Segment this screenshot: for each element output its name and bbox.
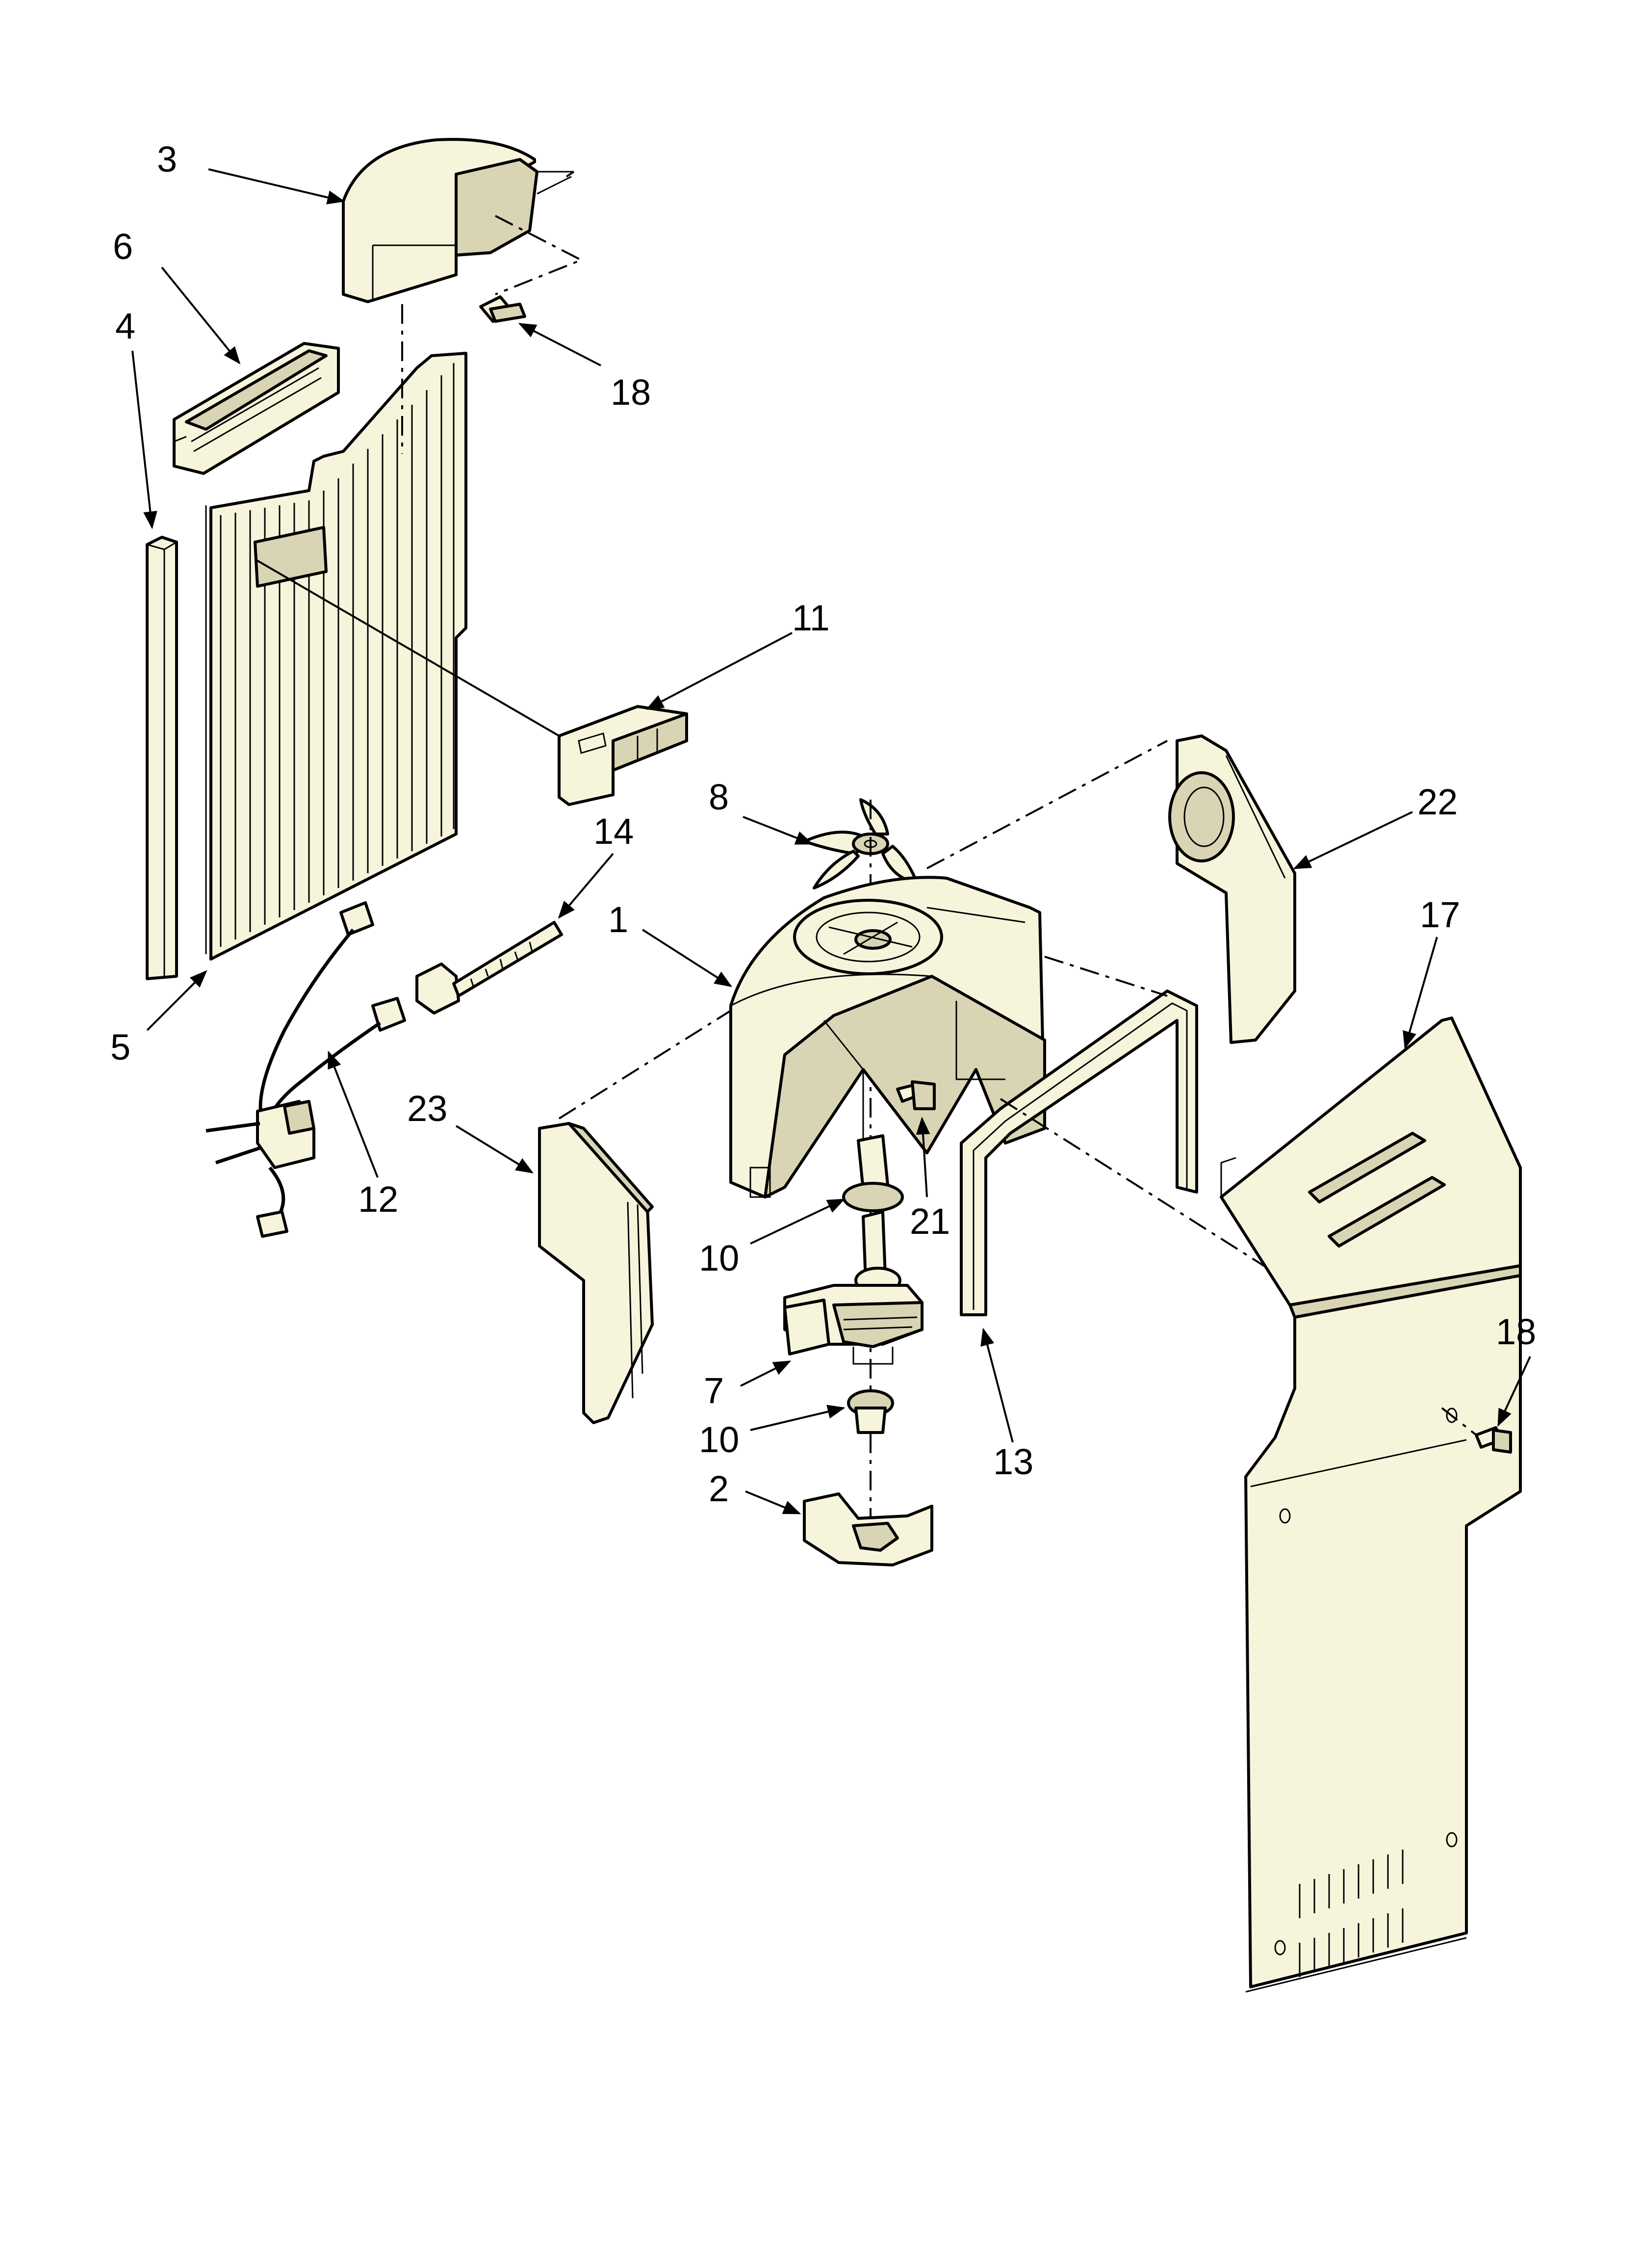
- callout-5: 5: [110, 1027, 130, 1068]
- part-2-motor-bracket: [803, 1492, 933, 1566]
- leader-21: [916, 1117, 930, 1198]
- leader-1: [641, 929, 733, 987]
- callout-8: 8: [709, 777, 729, 817]
- part-3-air-duct-cover: [342, 138, 574, 303]
- callout-2: 2: [709, 1468, 729, 1509]
- callout-7: 7: [704, 1370, 724, 1411]
- callout-10-lower: 10: [699, 1419, 739, 1460]
- leader-5: [146, 970, 207, 1031]
- leader-2: [745, 1490, 801, 1514]
- callout-1: 1: [608, 899, 628, 940]
- leader-22: [1293, 811, 1413, 869]
- part-18-screw-right: [1475, 1426, 1512, 1454]
- leader-10-lower: [750, 1405, 846, 1431]
- leader-11: [645, 632, 793, 710]
- callout-18-right: 18: [1496, 1311, 1536, 1352]
- callout-13: 13: [993, 1441, 1033, 1482]
- leader-7: [740, 1360, 792, 1387]
- callout-12: 12: [358, 1179, 398, 1220]
- callout-10-upper: 10: [699, 1238, 739, 1278]
- centerline-22: [926, 740, 1168, 869]
- part-7-fan-motor: [783, 1210, 924, 1365]
- part-12-wire-harness: [205, 901, 406, 1238]
- callout-14: 14: [593, 811, 634, 852]
- part-11-switch-housing: [558, 705, 688, 806]
- part-17-rear-cover: [1220, 1017, 1522, 1993]
- centerline-23: [558, 1010, 732, 1120]
- callout-21: 21: [910, 1201, 950, 1242]
- callout-11: 11: [792, 598, 830, 638]
- part-21-screw: [896, 1080, 936, 1110]
- leader-13: [980, 1328, 1014, 1443]
- centerline-18-right: [1441, 1407, 1477, 1436]
- callout-18-top: 18: [611, 372, 651, 413]
- part-10-grommet-lower: [847, 1389, 894, 1434]
- leader-12: [328, 1050, 379, 1178]
- part-4-foam-strip: [146, 536, 178, 980]
- leader-10-upper: [750, 1199, 846, 1245]
- leader-18-right: [1497, 1356, 1531, 1427]
- part-14-cable-tie: [415, 921, 563, 1015]
- leader-23: [455, 1125, 534, 1173]
- part-5-evaporator-cover: [205, 352, 467, 961]
- leader-6: [161, 266, 241, 365]
- callout-17: 17: [1420, 894, 1460, 935]
- callout-3: 3: [157, 139, 177, 180]
- part-23-side-duct-left: [538, 1122, 654, 1424]
- leader-8: [743, 816, 814, 845]
- part-8-fan-blade: [803, 798, 919, 889]
- leader-17: [1403, 937, 1438, 1049]
- leader-14: [558, 853, 614, 919]
- part-18-screw-top: [479, 295, 526, 323]
- part-22-side-duct-right: [1168, 734, 1296, 1044]
- leader-18-top: [518, 323, 601, 366]
- part-1-fan-shroud: [729, 876, 1046, 1199]
- centerline-13-17: [1000, 1098, 1296, 1286]
- part-6-bracket: [173, 342, 340, 475]
- callout-4: 4: [115, 306, 135, 346]
- callout-6: 6: [113, 226, 133, 267]
- leader-4: [131, 350, 157, 529]
- callout-23: 23: [407, 1088, 447, 1129]
- leader-5-to-11: [254, 558, 560, 737]
- part-10-grommet-upper: [842, 1134, 904, 1212]
- callout-22: 22: [1417, 782, 1458, 822]
- centerline-13-22: [1044, 956, 1168, 997]
- part-13-u-gasket: [960, 990, 1198, 1316]
- leader-3: [208, 168, 345, 205]
